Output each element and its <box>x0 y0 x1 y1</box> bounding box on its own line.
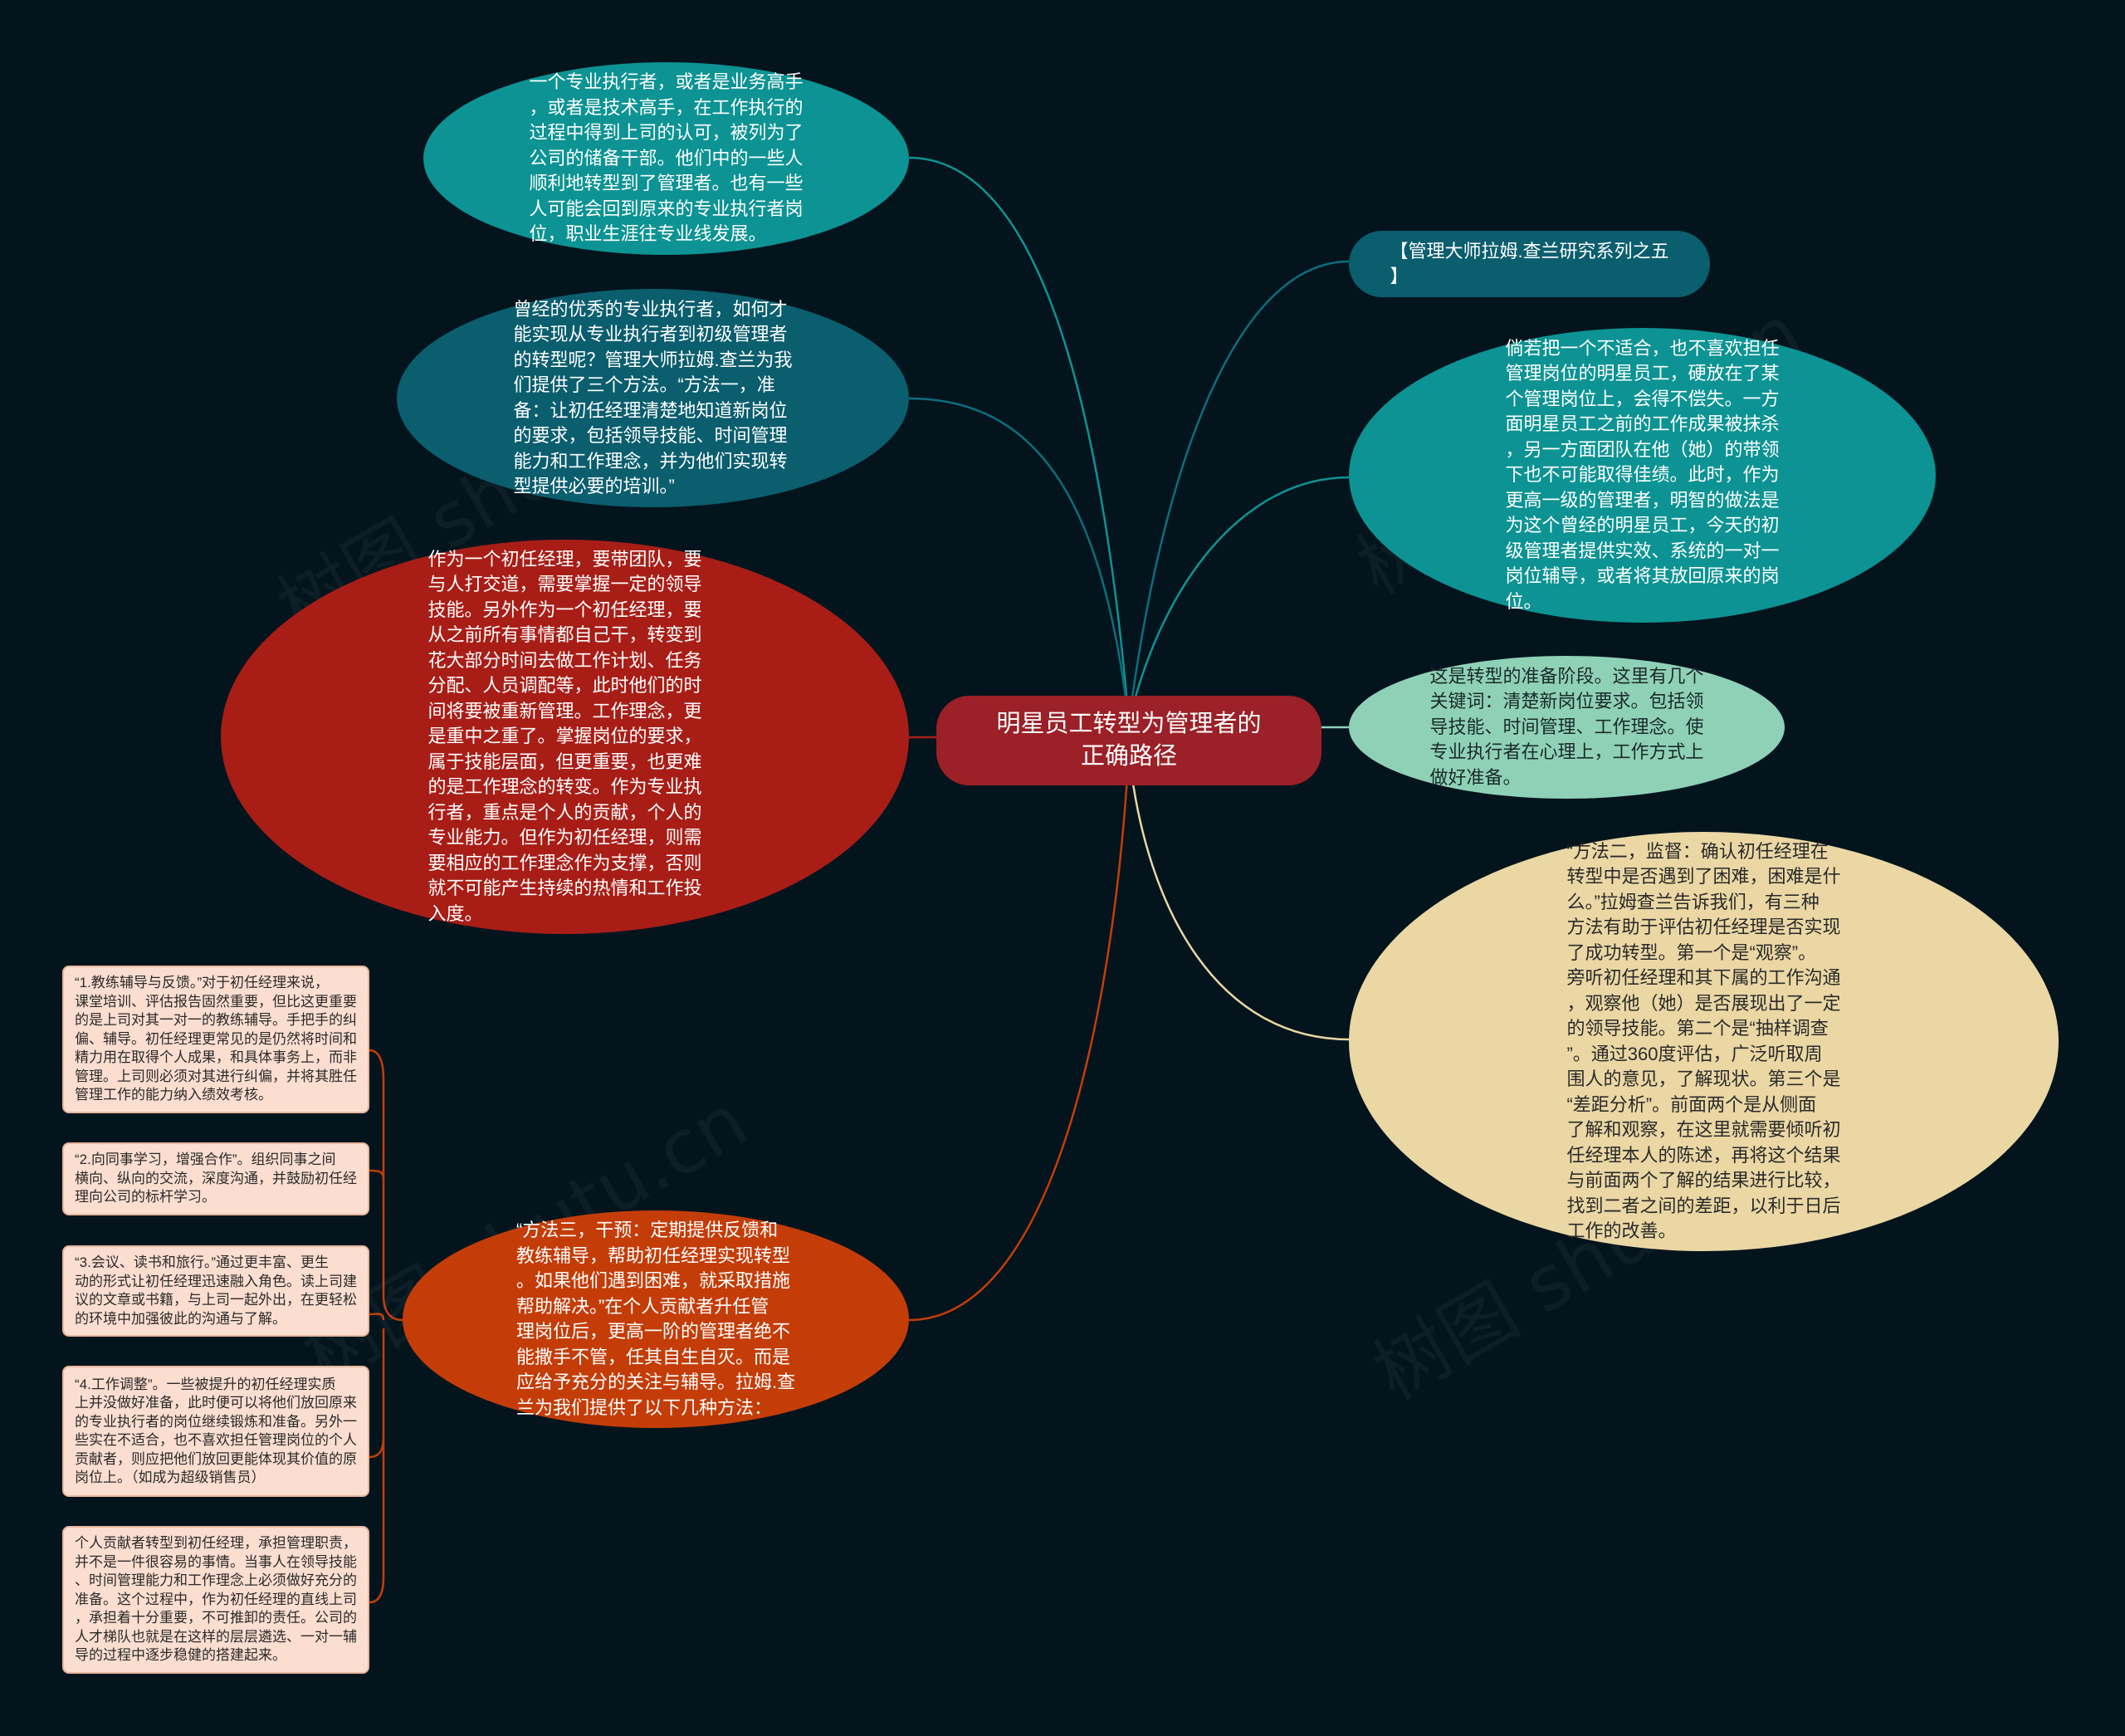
center-topic-label: 明星员工转型为管理者的 正确路径 <box>996 711 1262 770</box>
bracket-cards <box>369 1049 403 1604</box>
card-job-adjustment[interactable]: “4.工作调整”。一些被提升的初任经理实质 上并没做好准备，此时便可以将他们放回… <box>62 1366 369 1497</box>
node-text: 【管理大师拉姆.查兰研究系列之五 】 <box>1390 240 1669 287</box>
card-peer-learning[interactable]: “2.向同事学习，增强合作”。组织同事之间 横向、纵向的交流，深度沟通，并鼓励初… <box>62 1142 369 1215</box>
node-text: 一个专业执行者，或者是业务高手 ，或者是技术高手，在工作执行的 过程中得到上司的… <box>529 71 804 245</box>
link-right-cream <box>1127 751 1350 1041</box>
node-text: 这是转型的准备阶段。这里有几个 关键词：清楚新岗位要求。包括领 导技能、时间管理… <box>1429 665 1704 788</box>
card-text: 个人贡献者转型到初任经理，承担管理职责， 并不是一件很容易的事情。当事人在领导技… <box>75 1535 357 1664</box>
link-left-dark-teal <box>908 397 1131 723</box>
node-text: 倘若把一个不适合，也不喜欢担任 管理岗位的明星员工，硬放在了某 个管理岗位上，会… <box>1505 337 1780 612</box>
card-meetings-reading[interactable]: “3.会议、读书和旅行。”通过更丰富、更生 动的形式让初任经理迅速融入角色。读上… <box>62 1245 369 1337</box>
center-topic[interactable]: 明星员工转型为管理者的 正确路径 <box>936 696 1321 785</box>
node-right-cream[interactable]: “方法二，监督：确认初任经理在 转型中是否遇到了困难，困难是什 么。”拉姆查兰告… <box>1349 832 2059 1251</box>
link-top-left-teal <box>908 156 1131 723</box>
node-top-left-teal[interactable]: 一个专业执行者，或者是业务高手 ，或者是技术高手，在工作执行的 过程中得到上司的… <box>423 62 909 255</box>
link-bottom-orange <box>908 751 1131 1322</box>
node-right-teal[interactable]: 倘若把一个不适合，也不喜欢担任 管理岗位的明星员工，硬放在了某 个管理岗位上，会… <box>1349 328 1936 623</box>
node-text: “方法三，干预：定期提供反馈和 教练辅导，帮助初任经理实现转型 。如果他们遇到困… <box>515 1220 796 1418</box>
card-text: “3.会议、读书和旅行。”通过更丰富、更生 动的形式让初任经理迅速融入角色。读上… <box>75 1254 357 1327</box>
node-bottom-orange[interactable]: “方法三，干预：定期提供反馈和 教练辅导，帮助初任经理实现转型 。如果他们遇到困… <box>403 1210 909 1428</box>
node-text: “方法二，监督：确认初任经理在 转型中是否遇到了困难，困难是什 么。”拉姆查兰告… <box>1566 840 1841 1242</box>
node-right-mint[interactable]: 这是转型的准备阶段。这里有几个 关键词：清楚新岗位要求。包括领 导技能、时间管理… <box>1349 656 1785 799</box>
node-tag[interactable]: 【管理大师拉姆.查兰研究系列之五 】 <box>1349 231 1710 297</box>
node-text: 曾经的优秀的专业执行者，如何才 能实现从专业执行者到初级管理者 的转型呢？管理大… <box>513 298 793 497</box>
card-summary[interactable]: 个人贡献者转型到初任经理，承担管理职责， 并不是一件很容易的事情。当事人在领导技… <box>62 1526 369 1674</box>
card-coaching[interactable]: “1.教练辅导与反馈。”对于初任经理来说， 课堂培训、评估报告固然重要，但比这更… <box>62 966 369 1113</box>
card-text: “2.向同事学习，增强合作”。组织同事之间 横向、纵向的交流，深度沟通，并鼓励初… <box>75 1152 357 1205</box>
link-right-teal <box>1127 476 1350 723</box>
node-text: 作为一个初任经理，要带团队，要 与人打交道，需要掌握一定的领导 技能。另外作为一… <box>427 548 702 924</box>
node-left-red[interactable]: 作为一个初任经理，要带团队，要 与人打交道，需要掌握一定的领导 技能。另外作为一… <box>221 540 909 934</box>
card-text: “1.教练辅导与反馈。”对于初任经理来说， 课堂培训、评估报告固然重要，但比这更… <box>75 975 357 1103</box>
node-left-dark-teal[interactable]: 曾经的优秀的专业执行者，如何才 能实现从专业执行者到初级管理者 的转型呢？管理大… <box>397 289 909 507</box>
link-tag <box>1127 260 1350 723</box>
card-text: “4.工作调整”。一些被提升的初任经理实质 上并没做好准备，此时便可以将他们放回… <box>75 1376 357 1486</box>
